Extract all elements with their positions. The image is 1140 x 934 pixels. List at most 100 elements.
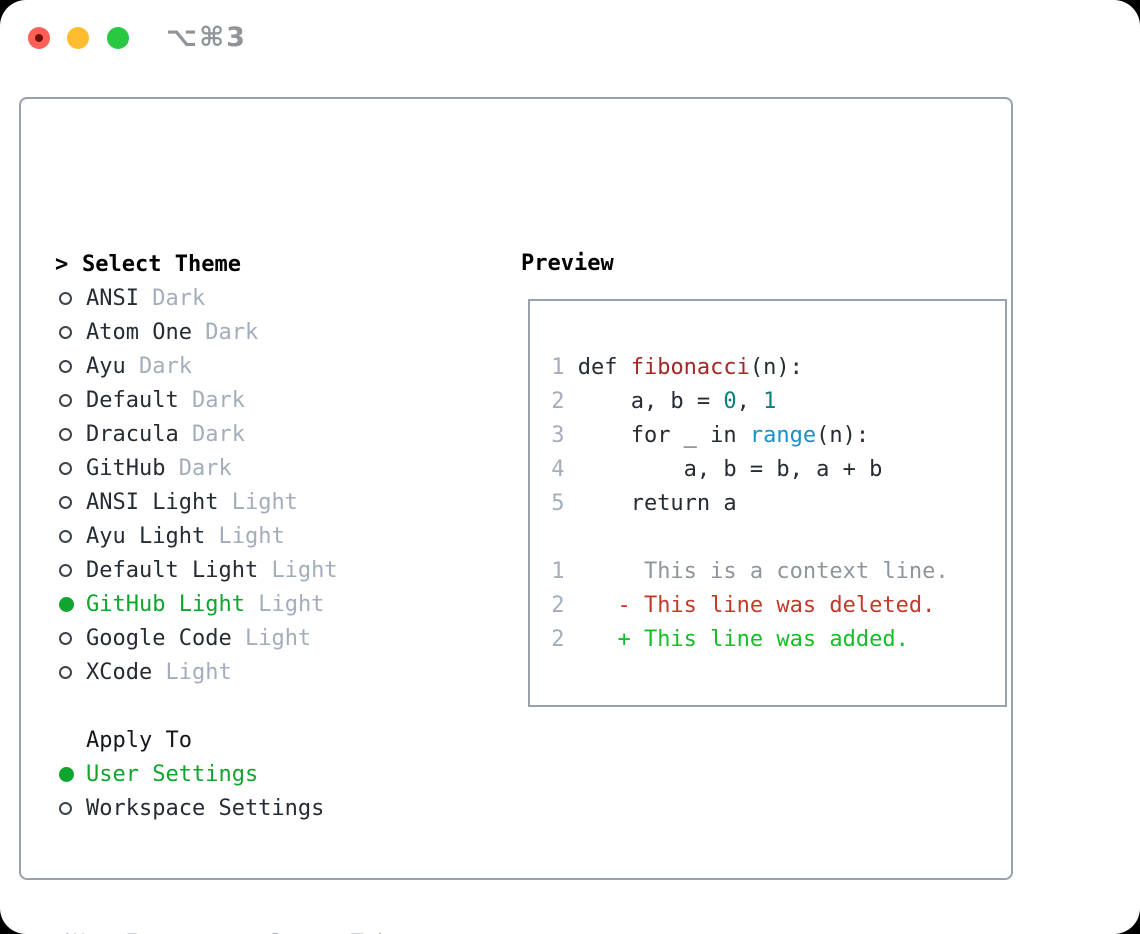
- apply-to-header: Apply To: [59, 723, 324, 757]
- code-token: ,: [736, 388, 764, 414]
- line-content: - This line was deleted.: [577, 592, 936, 618]
- zoom-button[interactable]: [107, 27, 129, 49]
- apply-option-user-settings[interactable]: User Settings: [59, 757, 324, 791]
- radio-unselected-icon: [59, 291, 86, 305]
- theme-variant: Light: [231, 489, 298, 515]
- code-token: 0: [723, 388, 737, 414]
- code-token: This is a context line.: [577, 558, 949, 584]
- theme-item-ansi[interactable]: ANSI Dark: [59, 281, 338, 315]
- code-token: - This line was deleted.: [577, 592, 936, 618]
- line-number: 2: [551, 626, 565, 652]
- line-number: 2: [551, 388, 565, 414]
- radio-unselected-icon: [59, 801, 86, 815]
- code-token: def: [577, 354, 631, 380]
- theme-item-dracula[interactable]: Dracula Dark: [59, 417, 338, 451]
- theme-name: GitHub Light: [86, 591, 245, 617]
- theme-item-github-light[interactable]: GitHub Light Light: [59, 587, 338, 621]
- preview-line: 2 - This line was deleted.: [538, 588, 1005, 622]
- code-token: fibonacci: [630, 354, 750, 380]
- theme-name: Google Code: [86, 625, 232, 651]
- line-number: 2: [551, 592, 565, 618]
- theme-name: ANSI Light: [86, 489, 219, 515]
- code-token: range: [749, 422, 817, 448]
- theme-name: Ayu Light: [86, 523, 206, 549]
- preview-diff-lines: 1 This is a context line.2 - This line w…: [538, 554, 1005, 656]
- code-token: 1: [763, 388, 777, 414]
- select-theme-header: > Select Theme: [55, 247, 241, 281]
- code-token: (n):: [749, 354, 803, 380]
- select-theme-title: Select Theme: [82, 251, 241, 277]
- preview-line: 1 This is a context line.: [538, 554, 1005, 588]
- theme-variant: Dark: [178, 455, 232, 481]
- theme-name: Default: [86, 387, 179, 413]
- preview-line: 4 a, b = b, a + b: [538, 452, 1005, 486]
- apply-to-title: Apply To: [86, 727, 192, 753]
- code-token: a, b = b, a + b: [577, 456, 883, 482]
- line-number: 1: [551, 354, 565, 380]
- theme-item-github[interactable]: GitHub Dark: [59, 451, 338, 485]
- radio-unselected-icon: [59, 631, 86, 645]
- code-token: return a: [577, 490, 737, 516]
- theme-name: GitHub: [86, 455, 166, 481]
- theme-item-ayu-light[interactable]: Ayu Light Light: [59, 519, 338, 553]
- line-content: a, b = b, a + b: [578, 457, 883, 482]
- close-button[interactable]: [28, 27, 50, 49]
- theme-variant: Dark: [191, 421, 245, 447]
- line-number: 4: [551, 456, 565, 482]
- line-content: + This line was added.: [577, 626, 909, 652]
- theme-variant: Dark: [139, 353, 192, 379]
- theme-name: ANSI: [86, 285, 139, 311]
- radio-unselected-icon: [59, 461, 86, 475]
- radio-unselected-icon: [59, 393, 86, 407]
- theme-item-xcode[interactable]: XCode Light: [59, 655, 338, 689]
- theme-name: XCode: [86, 659, 153, 685]
- radio-selected-icon: [59, 766, 86, 782]
- theme-item-atom-one[interactable]: Atom One Dark: [59, 315, 338, 349]
- preview-title: Preview: [521, 251, 614, 276]
- line-content: return a: [578, 491, 737, 516]
- theme-variant: Light: [271, 557, 338, 583]
- theme-variant: Dark: [205, 319, 259, 345]
- theme-item-google-code[interactable]: Google Code Light: [59, 621, 338, 655]
- line-number: 1: [551, 558, 565, 584]
- radio-unselected-icon: [59, 427, 86, 441]
- line-content: for _ in range(n):: [578, 423, 869, 448]
- line-number: 5: [551, 490, 565, 516]
- theme-item-default-light[interactable]: Default Light Light: [59, 553, 338, 587]
- keyboard-hint: (Use Enter to select, Tab to change focu…: [59, 859, 430, 934]
- theme-name: Dracula: [86, 421, 179, 447]
- radio-unselected-icon: [59, 529, 86, 543]
- theme-item-default[interactable]: Default Dark: [59, 383, 338, 417]
- code-token: + This line was added.: [577, 626, 909, 652]
- hint-line-1: (Use Enter to select, Tab to: [59, 927, 430, 934]
- line-content: def fibonacci(n):: [578, 355, 803, 380]
- theme-item-ayu[interactable]: Ayu Dark: [59, 349, 338, 383]
- theme-item-ansi-light[interactable]: ANSI Light Light: [59, 485, 338, 519]
- apply-option-label: User Settings: [86, 761, 259, 787]
- preview-header: Preview: [521, 247, 614, 281]
- theme-variant: Dark: [152, 285, 206, 311]
- preview-line: 5 return a: [538, 486, 1005, 520]
- preview-blank-line: [538, 520, 1005, 554]
- prompt-icon: >: [55, 251, 69, 277]
- radio-unselected-icon: [59, 325, 86, 339]
- theme-name: Atom One: [86, 319, 192, 345]
- window-title: ⌥⌘3: [166, 22, 247, 53]
- line-content: a, b = 0, 1: [578, 389, 777, 414]
- code-token: for _ in: [577, 422, 750, 448]
- radio-selected-icon: [59, 596, 86, 612]
- theme-name: Ayu: [86, 353, 126, 379]
- theme-variant: Light: [258, 591, 325, 617]
- theme-variant: Light: [218, 523, 285, 549]
- apply-option-workspace-settings[interactable]: Workspace Settings: [59, 791, 324, 825]
- minimize-button[interactable]: [67, 27, 89, 49]
- radio-unselected-icon: [59, 495, 86, 509]
- code-token: a, b =: [577, 388, 724, 414]
